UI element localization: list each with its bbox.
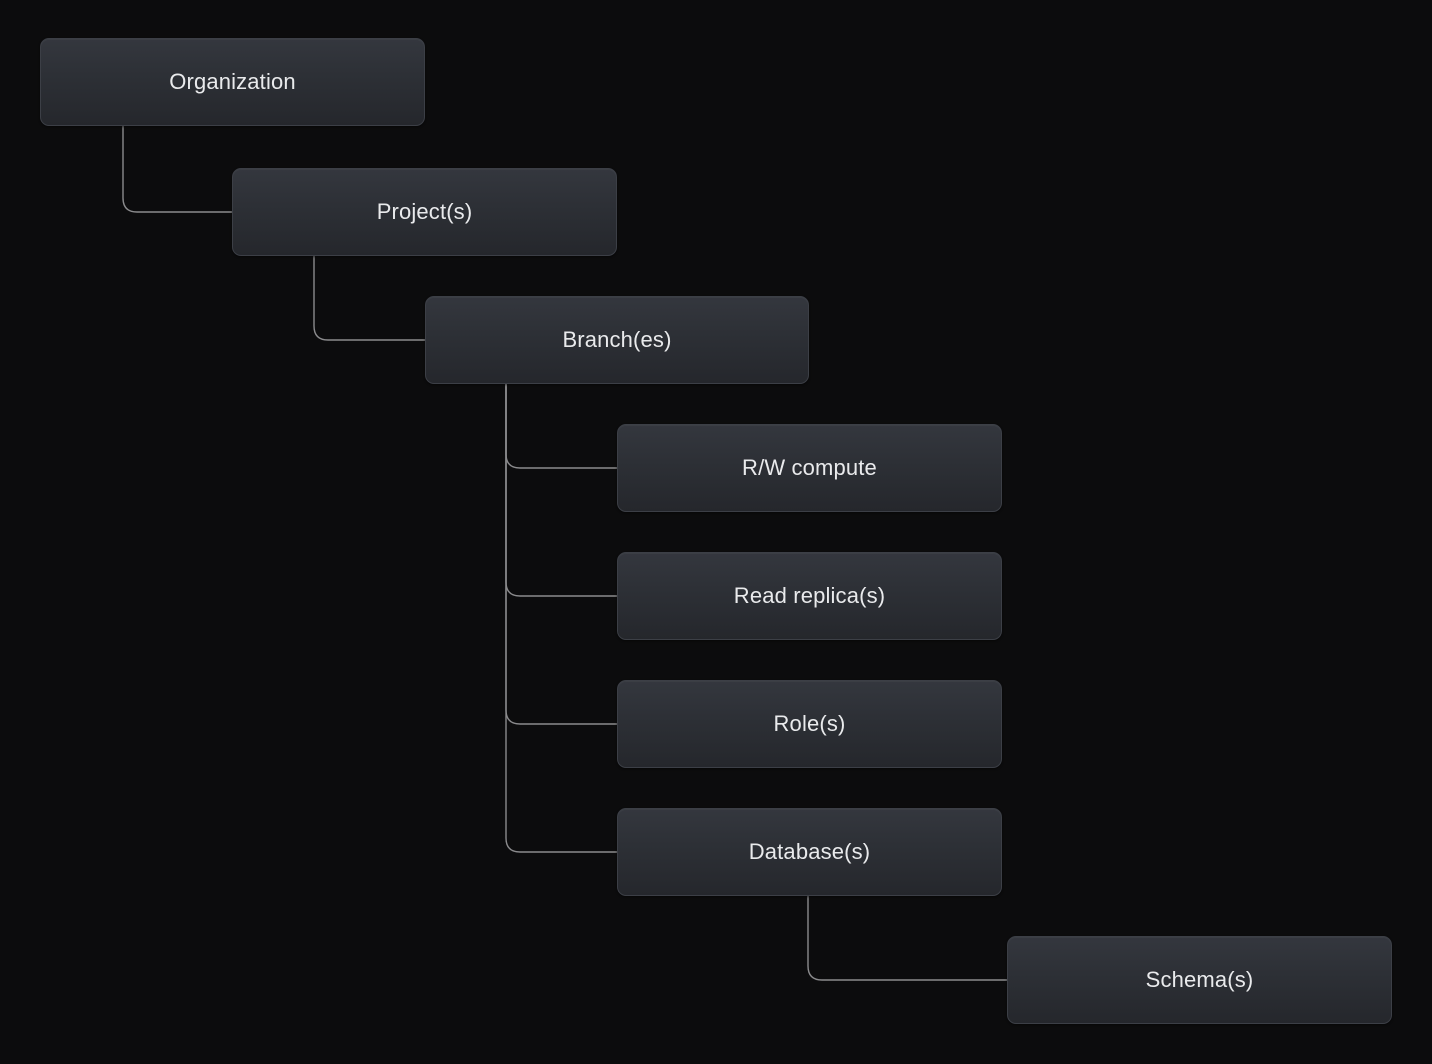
node-label-schema: Schema(s) [1145,967,1254,992]
connector-branch-read-replica [505,383,618,597]
node-label-rw-compute: R/W compute [742,455,877,480]
connector-branch-database [505,383,618,853]
node-organization[interactable]: Organization [40,38,425,126]
node-branch[interactable]: Branch(es) [425,296,809,384]
connector-project-branch [313,255,426,341]
node-label-branch: Branch(es) [562,327,672,352]
node-rw-compute[interactable]: R/W compute [617,424,1002,512]
connector-branch-role [505,383,618,725]
node-project[interactable]: Project(s) [232,168,617,256]
connector-organization-project [122,125,233,213]
node-label-organization: Organization [169,69,296,94]
node-label-database: Database(s) [748,839,871,864]
node-role[interactable]: Role(s) [617,680,1002,768]
connector-branch-rw-compute [505,383,618,469]
connector-database-schema [807,895,1008,981]
node-label-role: Role(s) [773,711,846,736]
node-label-read-replica: Read replica(s) [733,583,886,608]
node-read-replica[interactable]: Read replica(s) [617,552,1002,640]
node-label-project: Project(s) [376,199,473,224]
node-database[interactable]: Database(s) [617,808,1002,896]
node-schema[interactable]: Schema(s) [1007,936,1392,1024]
